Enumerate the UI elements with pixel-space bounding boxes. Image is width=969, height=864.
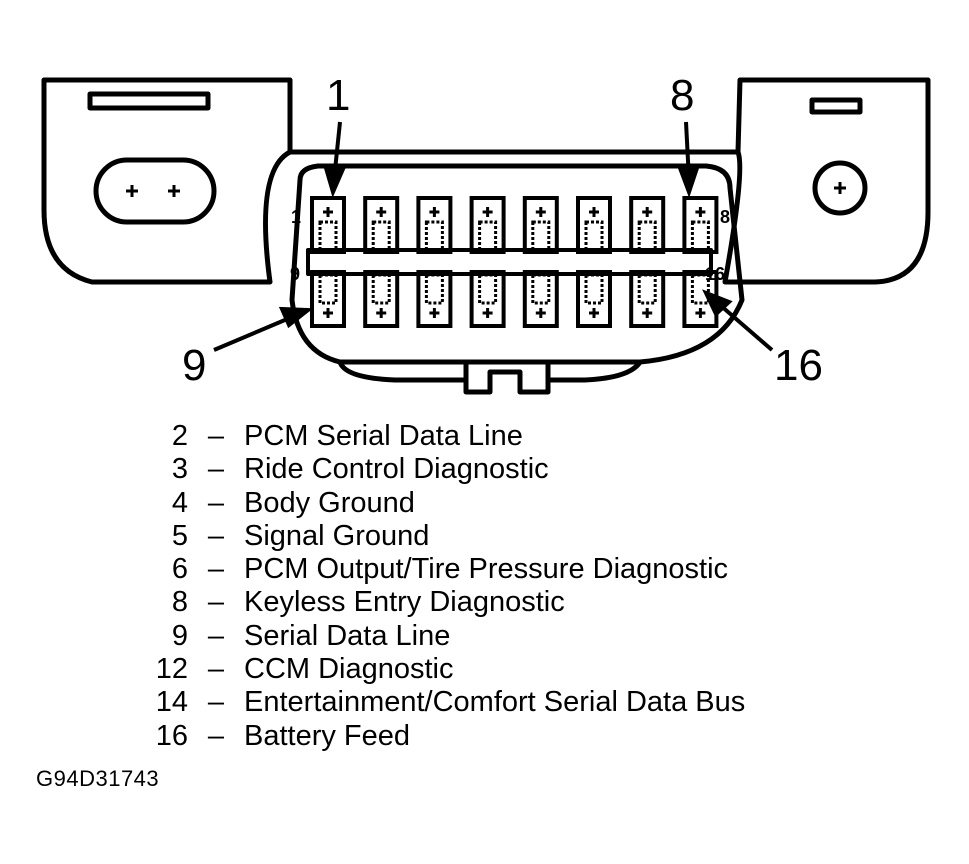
callout-pin-8: 8 (670, 71, 694, 120)
legend-pin-number: 9 (171, 619, 188, 652)
connector-label-8: 8 (720, 207, 730, 227)
legend-pin-number: 3 (171, 453, 188, 486)
legend-item: 9–Serial Data Line (130, 620, 890, 653)
pin-cavity-3 (416, 196, 453, 254)
connector-body (289, 163, 745, 365)
pin-cavity-4 (469, 196, 506, 254)
pin16-arrow (718, 303, 774, 352)
legend-pin-number: 16 (155, 719, 188, 752)
left-mounting-ear (41, 77, 293, 285)
pin9-arrow (213, 315, 293, 352)
legend-item: 2–PCM Serial Data Line (130, 420, 890, 453)
legend-pin-number: 2 (171, 420, 188, 452)
pin9-arrowhead (278, 306, 314, 329)
right-hole-mark (834, 182, 846, 194)
pin-cavity-5 (522, 196, 559, 254)
pin-cavity-2 (363, 196, 400, 254)
pin16-arrowhead (702, 289, 733, 318)
legend-description: PCM Output/Tire Pressure Diagnostic (244, 553, 729, 586)
legend-description: PCM Serial Data Line (244, 420, 523, 452)
pin-cavity-1 (310, 196, 346, 254)
right-mounting-ear (722, 77, 931, 285)
connector-diagram: 1 8 9 16 1 8 9 16 (41, 71, 931, 395)
legend-item: 3–Ride Control Diagnostic (130, 453, 890, 486)
legend-item: 8–Keyless Entry Diagnostic (130, 586, 890, 619)
legend-item: 16–Battery Feed (130, 720, 890, 753)
callout-pin-16: 16 (774, 341, 823, 390)
pin-cavity-10 (363, 270, 400, 328)
legend-separator: – (207, 453, 225, 486)
legend-separator: – (207, 686, 225, 719)
legend-description: Serial Data Line (244, 619, 451, 652)
pin-cavity-6 (576, 196, 612, 254)
connector-skirt (337, 360, 643, 383)
legend-pin-number: 14 (155, 686, 188, 719)
pin-cavity-15 (629, 270, 666, 328)
legend-pin-number: 4 (171, 486, 188, 519)
legend-separator: – (207, 619, 225, 652)
figure-id: G94D31743 (36, 766, 160, 791)
legend-pin-number: 6 (171, 553, 188, 586)
legend-separator: – (207, 519, 225, 552)
legend-item: 14–Entertainment/Comfort Serial Data Bus (130, 686, 890, 719)
legend-separator: – (207, 420, 225, 452)
pin8-arrowhead (677, 166, 700, 198)
legend-pin-number: 12 (155, 653, 188, 686)
legend-separator: – (207, 719, 225, 752)
pin-cavity-9 (310, 270, 346, 328)
legend-separator: – (207, 486, 225, 519)
callout-pin-9: 9 (182, 341, 206, 390)
legend-description: Ride Control Diagnostic (244, 453, 549, 486)
pin-cavity-7 (629, 196, 666, 254)
pin-cavity-14 (576, 270, 612, 328)
legend-separator: – (207, 653, 225, 686)
left-hole-mark (126, 185, 180, 197)
pin-cavity-12 (469, 270, 506, 328)
legend-item: 5–Signal Ground (130, 520, 890, 553)
legend-separator: – (207, 553, 225, 586)
legend-description: Body Ground (244, 486, 415, 519)
legend-description: Signal Ground (244, 519, 430, 552)
legend-pin-number: 5 (171, 519, 188, 552)
legend-description: CCM Diagnostic (244, 653, 454, 686)
center-divider (306, 248, 713, 276)
pin-cavity-11 (416, 270, 453, 328)
pin-cavity-13 (522, 270, 559, 328)
connector-label-1: 1 (291, 207, 301, 227)
connector-label-16: 16 (705, 264, 725, 284)
left-mount-hole (93, 157, 217, 225)
legend-description: Keyless Entry Diagnostic (244, 586, 565, 619)
connector-label-9: 9 (290, 264, 300, 284)
legend-item: 4–Body Ground (130, 487, 890, 520)
right-mount-hole (812, 160, 868, 216)
legend-description: Battery Feed (244, 719, 411, 752)
pin-cavity-8 (682, 196, 719, 254)
right-ear-tab (809, 97, 863, 115)
left-ear-tab (87, 91, 211, 111)
pin1-arrowhead (323, 165, 346, 198)
legend-item: 12–CCM Diagnostic (130, 653, 890, 686)
legend-item: 6–PCM Output/Tire Pressure Diagnostic (130, 553, 890, 586)
pin-cavities (310, 196, 719, 328)
legend-description: Entertainment/Comfort Serial Data Bus (244, 686, 746, 719)
callout-pin-1: 1 (326, 71, 350, 120)
legend-separator: – (207, 586, 225, 619)
key-tab (463, 360, 551, 395)
legend-pin-number: 8 (171, 586, 188, 619)
